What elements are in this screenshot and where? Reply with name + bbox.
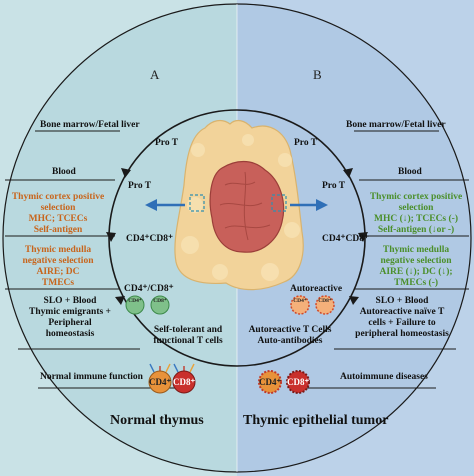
right-separators <box>294 130 469 389</box>
cycle-arrowheads <box>106 168 368 305</box>
left-bone-marrow-label: Bone marrow/Fetal liver <box>40 120 140 130</box>
left-mini-cd4-label: CD4⁺ <box>128 298 142 304</box>
left-blood-label: Blood <box>52 167 76 177</box>
outer-circle-left <box>2 3 237 473</box>
left-pro-t-1: Pro T <box>155 138 179 148</box>
right-blood-label: Blood <box>398 167 422 177</box>
left-separators <box>5 130 180 389</box>
right-autoreactive-label: Autoreactive <box>290 284 343 294</box>
right-mini-cells <box>290 295 335 315</box>
right-pro-t-1: Pro T <box>294 138 318 148</box>
left-normal-function-label: Normal immune function <box>40 372 143 382</box>
right-cd4-cell-label: CD4⁺ <box>259 377 282 387</box>
right-mini-cd4-label: CD4⁺ <box>293 298 307 304</box>
right-bone-marrow-label: Bone marrow/Fetal liver <box>346 120 446 130</box>
left-pro-t-2: Pro T <box>128 181 152 191</box>
right-autoimmune-label: Autoimmune diseases <box>340 372 428 382</box>
left-t-cells <box>148 370 196 394</box>
left-footer-title: Normal thymus <box>110 413 204 428</box>
left-mini-cells <box>125 295 170 315</box>
right-t-cells <box>258 370 310 394</box>
right-cd4cd8-label: CD4⁺CD8⁺ <box>322 234 369 244</box>
right-mini-cd8-label: CD8⁺ <box>318 298 332 304</box>
left-cd4-cell-label: CD4⁺ <box>149 377 172 387</box>
panel-letter-b: B <box>313 67 322 82</box>
left-cd8-cell-label: CD8⁺ <box>173 377 196 387</box>
blue-arrows <box>145 199 328 211</box>
left-cd4cd8-label: CD4⁺CD8⁺ <box>126 234 173 244</box>
left-mini-cd8-label: CD8⁺ <box>153 298 167 304</box>
thymus-illustration <box>174 119 304 291</box>
right-cd8-cell-label: CD8⁺ <box>287 377 310 387</box>
right-footer-title: Thymic epithelial tumor <box>243 413 389 428</box>
panel-letter-a: A <box>150 67 160 82</box>
outer-circle-right <box>237 3 472 473</box>
right-pro-t-2: Pro T <box>322 181 346 191</box>
left-cd4-or-cd8-label: CD4⁺/CD8⁺ <box>124 284 174 294</box>
